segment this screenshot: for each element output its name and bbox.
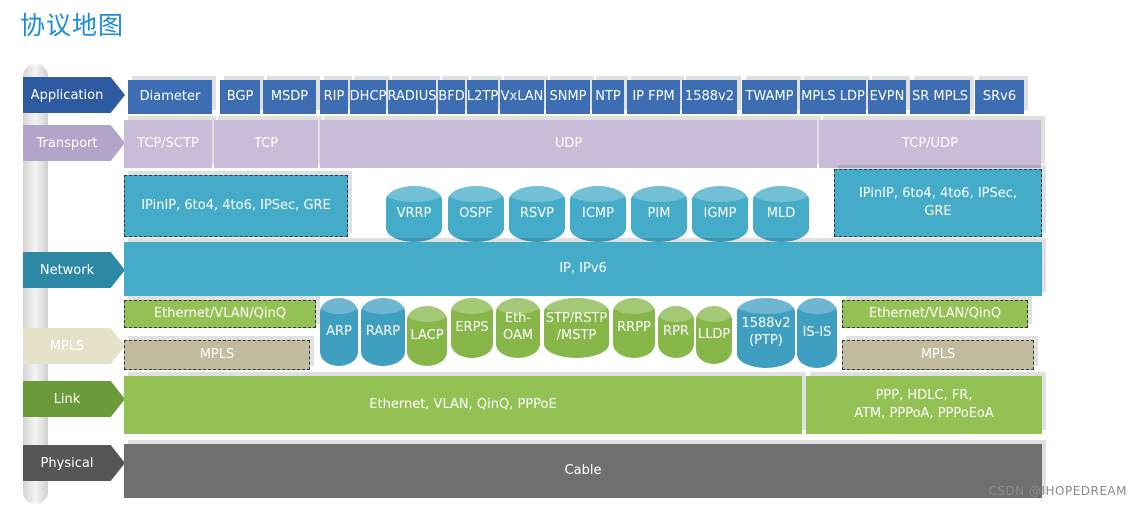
net-mld-label: MLD [766, 205, 796, 221]
layer-label-network: Network [23, 252, 125, 288]
page-title: 协议地图 [20, 11, 125, 40]
l2-stp-line1: STP/RSTP [545, 311, 608, 327]
tunnel-right-line2: GRE [924, 204, 952, 219]
transport-tcp-udp: TCP/UDP [819, 120, 1041, 168]
l2-isis-cylinder: IS-IS [797, 298, 837, 368]
l2-isis-label: IS-IS [802, 324, 832, 340]
l2-erps-cylinder: ERPS [451, 298, 493, 358]
layer-label-application: Application [23, 77, 125, 113]
l2-lldp-label: LLDP [697, 326, 731, 342]
app-bfd: BFD [438, 80, 465, 114]
tunnel-right-line1: IPinIP, 6to4, 4to6, IPSec, [858, 186, 1018, 202]
l2-1588v2-line1: 1588v2 [741, 316, 791, 332]
app-snmp: SNMP [546, 80, 590, 114]
app-dhcp: DHCP [350, 80, 386, 114]
app-evpn: EVPN [868, 80, 906, 114]
net-icmp-label: ICMP [582, 205, 614, 221]
l2-lacp-label: LACP [410, 327, 444, 343]
l2-rarp-label: RARP [365, 323, 401, 339]
app-1588v2: 1588v2 [682, 80, 737, 114]
layer-label-link: Link [23, 381, 125, 417]
l2-right-mpls: MPLS [842, 340, 1034, 370]
app-vxlan: VxLAN [500, 80, 544, 114]
l2-stp-line2: /MSTP [556, 328, 597, 343]
l2-eth-oam-line2: OAM [502, 328, 534, 343]
app-twamp: TWAMP [742, 80, 797, 114]
app-radius: RADIUS [388, 80, 437, 114]
l2-rrpp-cylinder: RRPP [613, 298, 655, 358]
net-pim-cylinder: PIM [631, 186, 687, 242]
net-vrrp-label: VRRP [396, 205, 432, 221]
watermark: CSDN @IHOPEDREAM [988, 484, 1127, 498]
net-pim-label: PIM [647, 205, 671, 221]
net-ospf-cylinder: OSPF [448, 186, 504, 242]
l2-rpr-cylinder: RPR [658, 306, 694, 358]
link-wan-line2: ATM, PPPoA, PPPoEoA [854, 406, 994, 421]
app-diameter: Diameter [128, 80, 212, 114]
tunnel-box-right: IPinIP, 6to4, 4to6, IPSec, GRE [834, 169, 1042, 237]
l2-lacp-cylinder: LACP [407, 306, 447, 366]
layer-label-mpls: MPLS [23, 328, 125, 364]
l2-rrpp-label: RRPP [617, 319, 651, 335]
l2-rpr-label: RPR [663, 323, 689, 339]
app-l2tp: L2TP [467, 80, 498, 114]
link-wan-bar: PPP, HDLC, FR, ATM, PPPoA, PPPoEoA [806, 376, 1042, 434]
l2-erps-label: ERPS [455, 319, 489, 335]
app-bgp: BGP [220, 80, 260, 114]
transport-tcp: TCP [214, 120, 318, 168]
app-ntp: NTP [592, 80, 624, 114]
l2-1588v2-line2: (PTP) [749, 333, 783, 348]
l2-left-ethernet: Ethernet/VLAN/QinQ [124, 300, 316, 328]
app-srv6: SRv6 [975, 80, 1024, 114]
layer-label-transport: Transport [23, 125, 125, 161]
physical-cable-bar: Cable [124, 444, 1042, 498]
network-ip-bar: IP, IPv6 [124, 242, 1042, 296]
l2-arp-label: ARP [326, 323, 352, 339]
link-ethernet-bar: Ethernet, VLAN, QinQ, PPPoE [124, 376, 802, 434]
l2-eth-oam-line1: Eth- [504, 311, 532, 327]
l2-stp-cylinder: STP/RSTP/MSTP [544, 298, 609, 358]
l2-eth-oam-cylinder: Eth-OAM [496, 298, 540, 358]
app-msdp: MSDP [263, 80, 316, 114]
layer-label-physical: Physical [23, 445, 125, 481]
net-ospf-label: OSPF [459, 205, 493, 221]
net-vrrp-cylinder: VRRP [386, 186, 442, 242]
l2-lldp-cylinder: LLDP [696, 306, 732, 364]
app-rip: RIP [320, 80, 348, 114]
net-icmp-cylinder: ICMP [570, 186, 626, 242]
l2-left-mpls: MPLS [124, 340, 310, 370]
l2-arp-cylinder: ARP [320, 298, 358, 366]
net-igmp-label: IGMP [703, 205, 737, 221]
app-ip-fpm: IP FPM [627, 80, 680, 114]
link-wan-line1: PPP, HDLC, FR, [875, 388, 973, 404]
app-sr-mpls: SR MPLS [910, 80, 970, 114]
transport-udp: UDP [320, 120, 817, 168]
tunnel-box-left: IPinIP, 6to4, 4to6, IPSec, GRE [124, 175, 348, 237]
net-mld-cylinder: MLD [753, 186, 809, 242]
l2-1588v2-cylinder: 1588v2(PTP) [737, 298, 795, 368]
l2-rarp-cylinder: RARP [361, 298, 405, 366]
net-rsvp-label: RSVP [519, 205, 555, 221]
app-mpls-ldp: MPLS LDP [800, 80, 866, 114]
l2-right-ethernet: Ethernet/VLAN/QinQ [842, 300, 1028, 328]
transport-tcp-sctp: TCP/SCTP [124, 120, 212, 168]
net-rsvp-cylinder: RSVP [509, 186, 565, 242]
net-igmp-cylinder: IGMP [692, 186, 748, 242]
